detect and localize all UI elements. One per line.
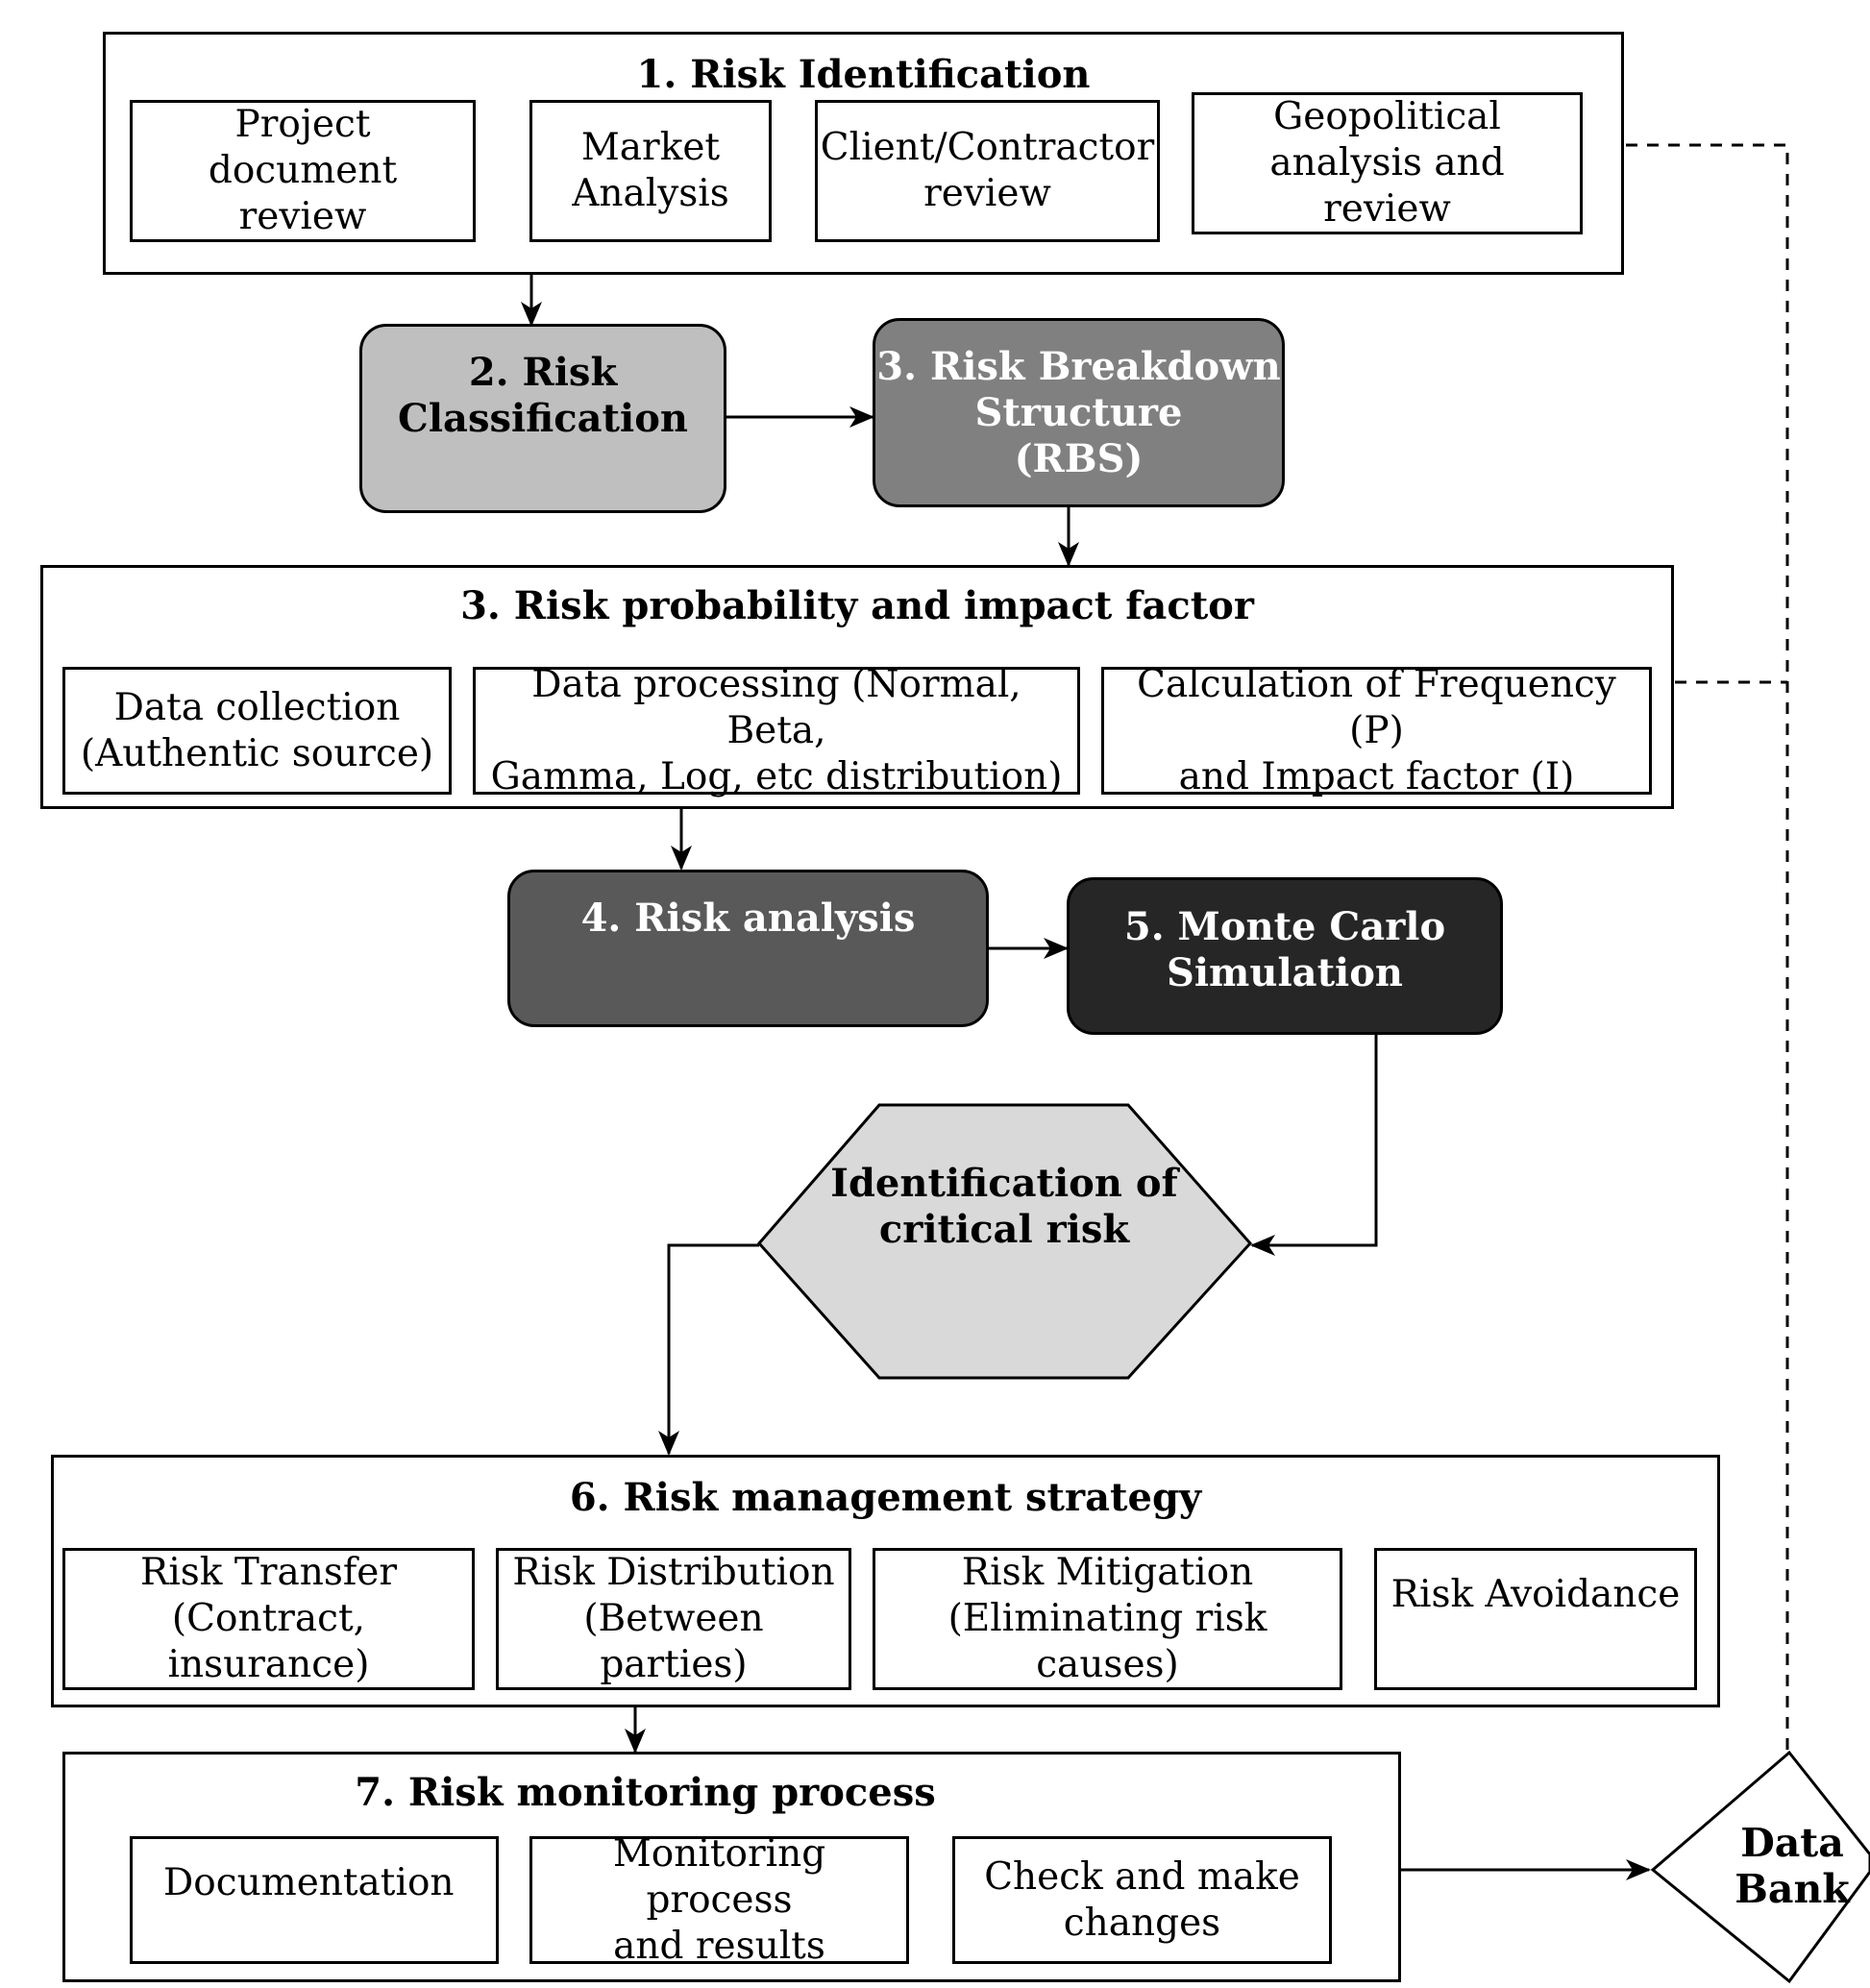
arrow-critical-risk-to-strategy [658,1243,759,1456]
management-strategy-title: 6. Risk management strategy [569,1475,1202,1520]
project-document-review-box: Project document review [130,100,476,242]
data-processing-box: Data processing (Normal, Beta, Gamma, Lo… [473,663,1080,798]
monte-carlo-simulation-box: 5. Monte Carlo Simulation [1067,877,1503,1035]
critical-risk-label: Identification of critical risk [830,1161,1178,1252]
risk-transfer-box: Risk Transfer (Contract, insurance) [62,1548,475,1690]
risk-analysis-box: 4. Risk analysis [507,870,989,1027]
monitoring-process-title: 7. Risk monitoring process [355,1770,936,1815]
data-collection-box: Data collection (Authentic source) [62,667,452,795]
critical-risk-hexagon [757,1103,1253,1380]
geopolitical-analysis-box: Geopolitical analysis and review [1192,92,1583,234]
data-bank-label: Data Bank [1735,1820,1850,1912]
risk-mitigation-box: Risk Mitigation (Eliminating risk causes… [873,1548,1342,1690]
documentation-box: Documentation [130,1836,499,1964]
risk-distribution-box: Risk Distribution (Between parties) [496,1548,851,1690]
data-bank-diamond [1650,1750,1870,1984]
risk-avoidance-box: Risk Avoidance [1374,1548,1697,1690]
risk-classification-box: 2. Risk Classification [359,324,726,513]
check-and-make-changes-box: Check and make changes [952,1836,1332,1964]
monitoring-results-box: Monitoring process and results [529,1832,909,1968]
rbs-box: 3. Risk Breakdown Structure (RBS) [873,318,1285,507]
probability-impact-title: 3. Risk probability and impact factor [460,583,1254,628]
client-contractor-review-box: Client/Contractor review [815,100,1160,242]
market-analysis-box: Market Analysis [529,100,772,242]
dashed-link-identification-to-databank [1626,143,1789,1755]
arrow-montecarlo-to-critical-risk [1250,1035,1378,1256]
risk-identification-title: 1. Risk Identification [636,52,1091,97]
frequency-impact-calculation-box: Calculation of Frequency (P) and Impact … [1101,663,1652,798]
